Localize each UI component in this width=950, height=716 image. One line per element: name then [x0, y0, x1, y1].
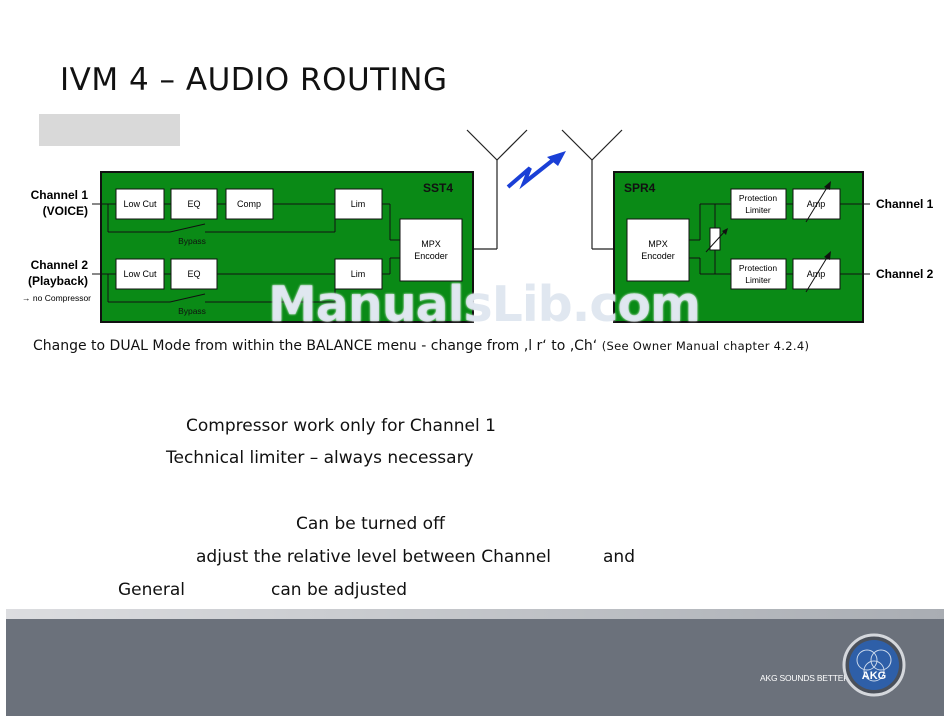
block-amp-2: Amp: [792, 251, 841, 293]
akg-logo-text: AKG: [862, 670, 886, 682]
svg-text:Encoder: Encoder: [641, 251, 675, 261]
block-low-cut-2: Low Cut: [115, 258, 165, 290]
bullet-adjusted: can be adjusted: [271, 580, 408, 600]
svg-text:Low Cut: Low Cut: [123, 269, 157, 279]
input-channel-2-note: → no Compressor: [22, 293, 91, 303]
routing-diagram: SST4 Low Cut EQ Comp: [22, 129, 934, 323]
block-eq-2: EQ: [170, 258, 218, 290]
svg-text:Lim: Lim: [351, 269, 366, 279]
page-title: IVM 4 – AUDIO ROUTING: [60, 62, 448, 98]
input-channel-2-sub: (Playback): [28, 274, 88, 288]
bullet-relative-level-and: and: [603, 547, 635, 567]
watermark: ManualsLib.com: [268, 276, 701, 333]
svg-text:Amp: Amp: [807, 269, 826, 279]
footer-gradient-stripe: [6, 609, 944, 619]
block-comp: Comp: [225, 188, 274, 220]
svg-text:Protection: Protection: [739, 193, 778, 203]
bullet-relative-level: adjust the relative level between Channe…: [196, 547, 551, 567]
block-protection-limiter-1: Protection Limiter: [730, 188, 787, 220]
bullet-limiter: Technical limiter – always necessary: [166, 448, 474, 468]
svg-text:EQ: EQ: [187, 269, 200, 279]
svg-text:Amp: Amp: [807, 199, 826, 209]
block-low-cut-1: Low Cut: [115, 188, 165, 220]
bullet-turn-off: Can be turned off: [296, 514, 445, 534]
bullet-general: General: [118, 580, 185, 600]
block-eq-1: EQ: [170, 188, 218, 220]
svg-text:Low Cut: Low Cut: [123, 199, 157, 209]
block-protection-limiter-2: Protection Limiter: [730, 258, 787, 290]
caption-main: Change to DUAL Mode from within the BALA…: [33, 338, 598, 354]
svg-text:Comp: Comp: [237, 199, 261, 209]
mode-caption: Change to DUAL Mode from within the BALA…: [33, 338, 809, 354]
block-amp-1: Amp: [792, 181, 841, 223]
input-channel-1-label: Channel 1: [31, 188, 89, 202]
svg-text:Encoder: Encoder: [414, 251, 448, 261]
svg-text:Limiter: Limiter: [745, 275, 771, 285]
block-mpx-encoder-tx: MPX Encoder: [399, 218, 463, 282]
title-highlight-box: [39, 114, 180, 146]
svg-text:Lim: Lim: [351, 199, 366, 209]
sst4-label: SST4: [423, 181, 453, 195]
svg-text:Protection: Protection: [739, 263, 778, 273]
block-lim-1: Lim: [334, 188, 383, 220]
block-lim-2: Lim: [334, 258, 383, 290]
svg-text:EQ: EQ: [187, 199, 200, 209]
output-channel-2-label: Channel 2: [876, 267, 934, 281]
balance-potentiometer: [709, 227, 721, 251]
caption-reference: (See Owner Manual chapter 4.2.4): [601, 339, 810, 353]
svg-text:MPX: MPX: [648, 239, 668, 249]
input-channel-1-sub: (VOICE): [43, 204, 88, 218]
svg-text:Limiter: Limiter: [745, 205, 771, 215]
bypass-label-1: Bypass: [178, 236, 206, 246]
bypass-label-2: Bypass: [178, 306, 206, 316]
spr4-label: SPR4: [624, 181, 656, 195]
footer-bar: [6, 609, 944, 716]
block-mpx-encoder-rx: MPX Encoder: [626, 218, 690, 282]
svg-text:MPX: MPX: [421, 239, 441, 249]
footer-slogan: AKG SOUNDS BETTER: [760, 673, 850, 683]
akg-logo: AKG: [842, 633, 906, 697]
bullet-compressor: Compressor work only for Channel 1: [186, 416, 496, 436]
output-channel-1-label: Channel 1: [876, 197, 934, 211]
input-channel-2-label: Channel 2: [31, 258, 89, 272]
wireless-signal-icon: [506, 151, 566, 190]
